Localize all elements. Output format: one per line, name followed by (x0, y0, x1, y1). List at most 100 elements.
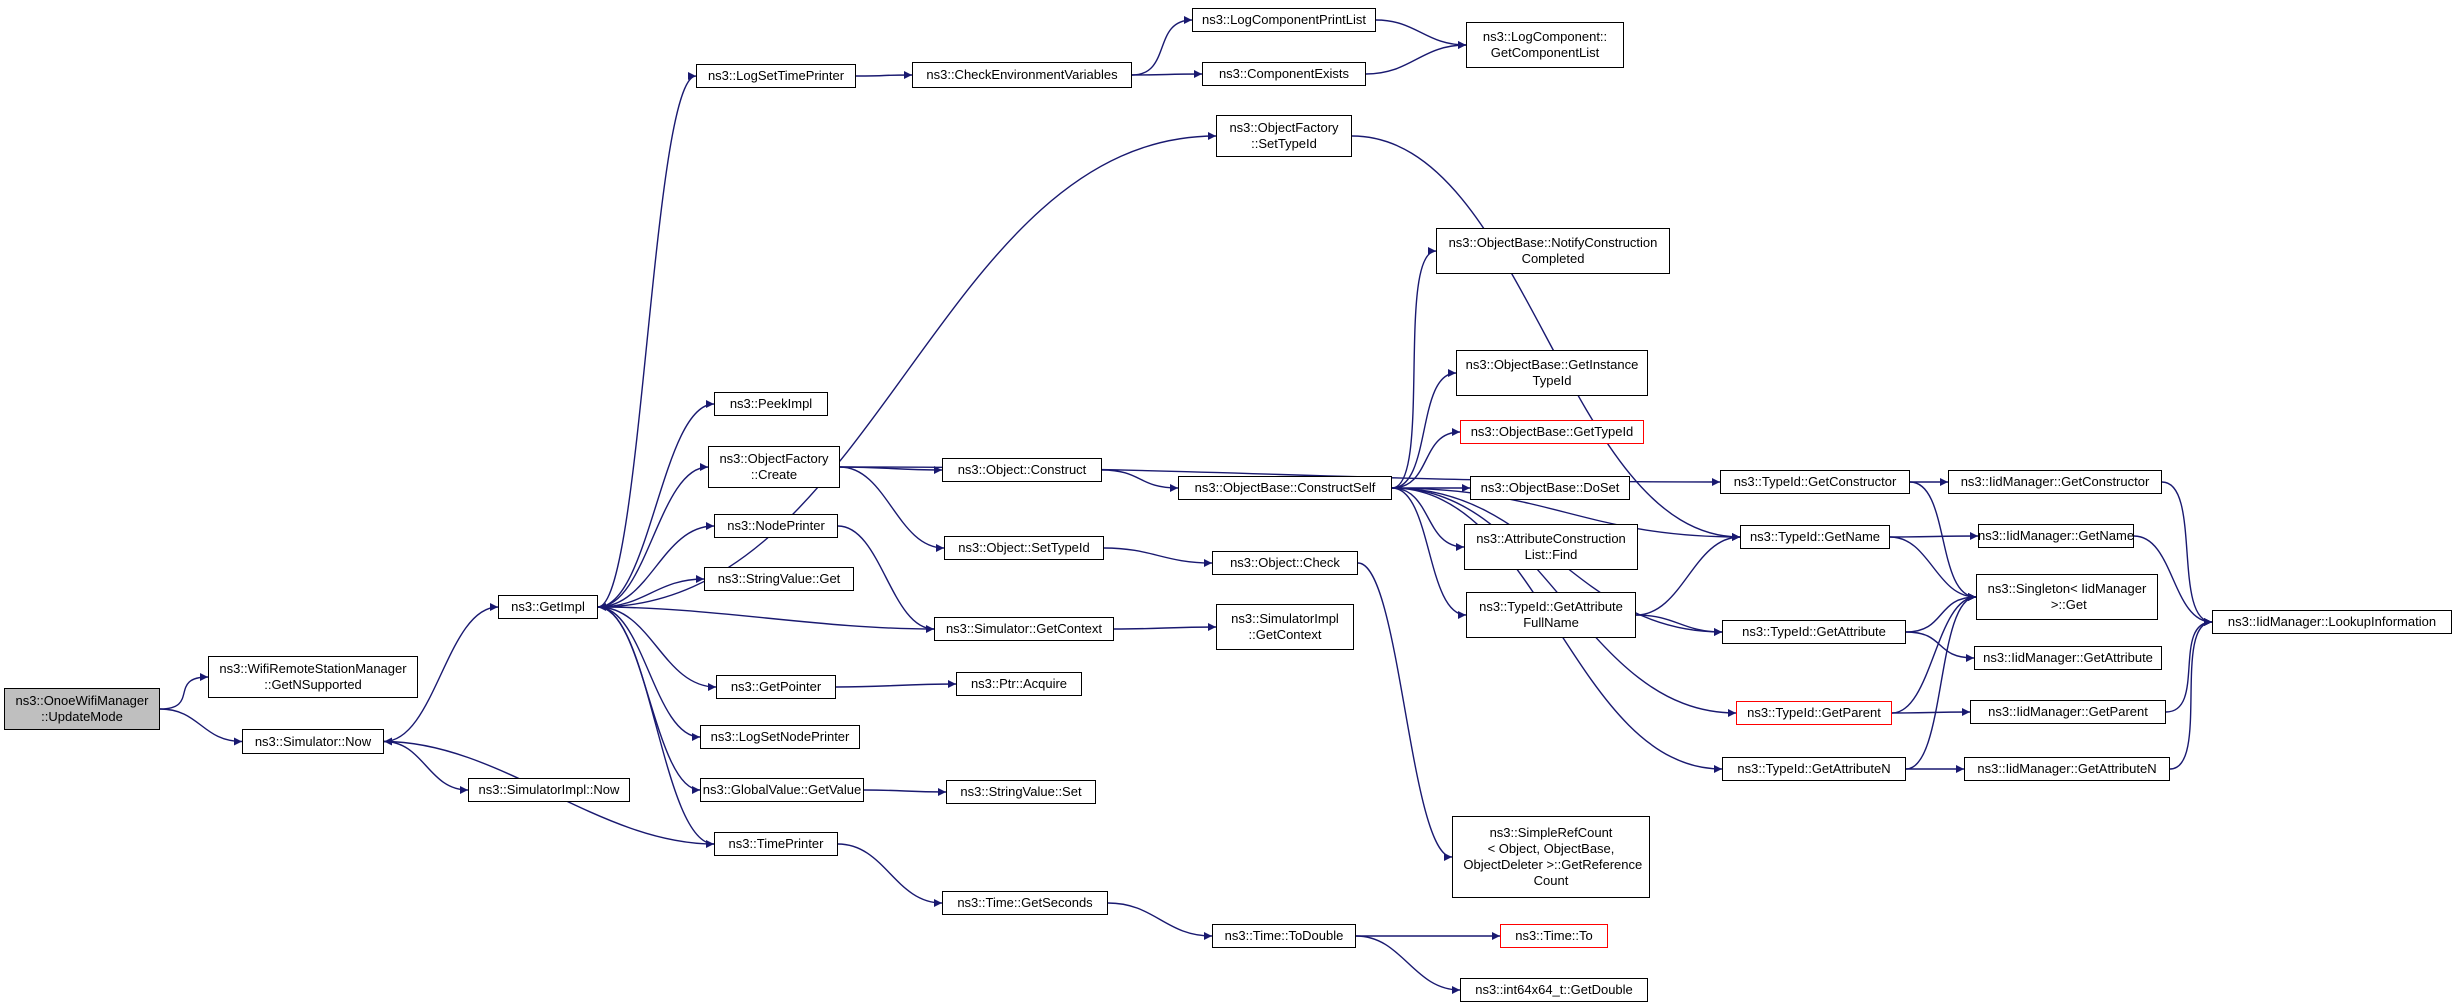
node-typeidgetattributen[interactable]: ns3::TypeId::GetAttributeN (1722, 757, 1906, 781)
edge-getimpl-to-strvalget (597, 575, 705, 608)
node-getcomplist[interactable]: ns3::LogComponent::GetComponentList (1466, 22, 1624, 68)
node-peekimpl[interactable]: ns3::PeekImpl (714, 392, 828, 416)
node-getimpl[interactable]: ns3::GetImpl (498, 595, 598, 619)
node-simgetcontext[interactable]: ns3::Simulator::GetContext (934, 617, 1114, 641)
node-label-line: ns3::TypeId::GetAttribute (1479, 599, 1623, 614)
edge-objconstruct-to-obconstructself (1101, 469, 1179, 492)
edge-obconstructself-to-notifyconstruction (1391, 247, 1437, 489)
edge-iidgetattributen-to-iidlookup (2169, 618, 2213, 770)
node-iidgetattribute[interactable]: ns3::IidManager::GetAttribute (1974, 646, 2162, 670)
edge-root-to-getnsupported (159, 673, 209, 710)
node-label-line: ns3::IidManager::GetAttribute (1983, 650, 2153, 665)
node-logsettimeprinter[interactable]: ns3::LogSetTimePrinter (696, 64, 856, 88)
node-obgettypeid[interactable]: ns3::ObjectBase::GetTypeId (1460, 420, 1644, 444)
node-objcheck[interactable]: ns3::Object::Check (1212, 551, 1358, 575)
edge-timeprinter-to-timegetseconds (837, 843, 943, 907)
node-ptracquire[interactable]: ns3::Ptr::Acquire (956, 672, 1082, 696)
node-timegetseconds[interactable]: ns3::Time::GetSeconds (942, 891, 1108, 915)
node-label-line: ns3::Object::Check (1230, 555, 1340, 570)
node-iidgetconstructor[interactable]: ns3::IidManager::GetConstructor (1948, 470, 2162, 494)
node-label-line: ns3::LogComponentPrintList (1201, 12, 1367, 27)
node-logcompprintlist[interactable]: ns3::LogComponentPrintList (1192, 8, 1376, 32)
node-iidgetattributen[interactable]: ns3::IidManager::GetAttributeN (1964, 757, 2170, 781)
edge-nodeprinter-to-simgetcontext (837, 525, 935, 633)
node-simimplgetctx[interactable]: ns3::SimulatorImpl::GetContext (1216, 604, 1354, 650)
node-simnow[interactable]: ns3::Simulator::Now (242, 729, 384, 754)
edge-simgetcontext-to-getimpl (597, 603, 935, 630)
node-logsetnodeprinter[interactable]: ns3::LogSetNodePrinter (700, 725, 860, 749)
edge-simnow-to-getimpl (383, 603, 499, 743)
node-label-line: TypeId (1532, 373, 1572, 388)
node-simimplnow[interactable]: ns3::SimulatorImpl::Now (468, 778, 630, 802)
node-compexists[interactable]: ns3::ComponentExists (1202, 62, 1366, 86)
node-label-line: ns3::Time::ToDouble (1224, 928, 1344, 943)
edge-getimpl-to-getpointer (597, 606, 717, 691)
node-label-line: ns3::CheckEnvironmentVariables (926, 67, 1118, 82)
node-label-line: ns3::Ptr::Acquire (970, 676, 1068, 691)
edge-timetodouble-to-int64getdouble (1355, 935, 1461, 994)
node-timeprinter[interactable]: ns3::TimePrinter (714, 832, 838, 856)
node-label-line: ns3::ObjectBase::DoSet (1480, 480, 1620, 495)
edge-getimpl-to-logsettimeprinter (597, 72, 697, 608)
edge-typeidgetname-to-singletonget (1889, 536, 1977, 601)
node-nodeprinter[interactable]: ns3::NodePrinter (714, 514, 838, 538)
edge-simgetcontext-to-simimplgetctx (1113, 623, 1217, 632)
node-label-line: ns3::IidManager::GetAttributeN (1977, 761, 2157, 776)
node-label-line: ns3::WifiRemoteStationManager (219, 661, 407, 676)
edge-typeidgetattribute-to-singletonget (1905, 593, 1977, 633)
node-checkenv[interactable]: ns3::CheckEnvironmentVariables (912, 62, 1132, 88)
edge-getimpl-to-nodeprinter (597, 522, 715, 608)
node-typeidgetparent[interactable]: ns3::TypeId::GetParent (1736, 701, 1892, 725)
node-typeidgetconstructor[interactable]: ns3::TypeId::GetConstructor (1720, 470, 1910, 494)
node-label-line: ns3::LogSetNodePrinter (710, 729, 850, 744)
node-singletonget[interactable]: ns3::Singleton< IidManager >::Get (1976, 574, 2158, 620)
edge-ofcreate-to-objconstruct (839, 465, 943, 474)
node-strvalset[interactable]: ns3::StringValue::Set (946, 780, 1096, 804)
node-simplerefcount[interactable]: ns3::SimpleRefCount< Object, ObjectBase,… (1452, 816, 1650, 898)
edge-objcheck-to-simplerefcount (1357, 562, 1453, 861)
node-iidgetname[interactable]: ns3::IidManager::GetName (1978, 524, 2134, 548)
node-int64getdouble[interactable]: ns3::int64x64_t::GetDouble (1460, 978, 1648, 1002)
node-label-line: ns3::ObjectBase::GetInstance (1465, 357, 1639, 372)
node-ofcreate[interactable]: ns3::ObjectFactory::Create (708, 446, 840, 488)
node-label-line: ns3::NodePrinter (727, 518, 825, 533)
node-gvgetvalue[interactable]: ns3::GlobalValue::GetValue (700, 778, 864, 802)
node-iidlookup[interactable]: ns3::IidManager::LookupInformation (2212, 610, 2452, 634)
node-typeidgetattribute[interactable]: ns3::TypeId::GetAttribute (1722, 620, 1906, 644)
node-root[interactable]: ns3::OnoeWifiManager::UpdateMode (4, 688, 160, 730)
node-objconstruct[interactable]: ns3::Object::Construct (942, 458, 1102, 482)
edge-root-to-simnow (159, 708, 243, 746)
edge-compexists-to-getcomplist (1365, 41, 1467, 75)
edge-gvgetvalue-to-strvalset (863, 787, 947, 796)
edge-logsettimeprinter-to-checkenv (855, 71, 913, 80)
edge-simnow-to-simimplnow (383, 740, 469, 794)
node-label-line: ns3::LogComponent:: (1482, 29, 1608, 44)
node-strvalget[interactable]: ns3::StringValue::Get (704, 567, 854, 591)
node-getpointer[interactable]: ns3::GetPointer (716, 675, 836, 699)
node-label-line: ns3::IidManager::LookupInformation (2227, 614, 2437, 629)
edge-checkenv-to-logcompprintlist (1131, 16, 1193, 76)
node-label-line: ns3::ObjectBase::ConstructSelf (1194, 480, 1376, 495)
node-timetodouble[interactable]: ns3::Time::ToDouble (1212, 924, 1356, 948)
edge-typeidgetparent-to-singletonget (1891, 593, 1977, 714)
node-getnsupported[interactable]: ns3::WifiRemoteStationManager::GetNSuppo… (208, 656, 418, 698)
node-obconstructself[interactable]: ns3::ObjectBase::ConstructSelf (1178, 476, 1392, 500)
node-label-line: ns3::ComponentExists (1218, 66, 1350, 81)
node-label-line: ns3::Singleton< IidManager (1987, 581, 2147, 596)
node-objsettypeid[interactable]: ns3::Object::SetTypeId (944, 536, 1104, 560)
edge-typeidgetparent-to-iidgetparent (1891, 708, 1971, 717)
node-iidgetparent[interactable]: ns3::IidManager::GetParent (1970, 700, 2166, 724)
node-timeto[interactable]: ns3::Time::To (1500, 924, 1608, 948)
edge-getimpl-to-ofsettypeid (597, 132, 1217, 608)
node-obdoset[interactable]: ns3::ObjectBase::DoSet (1470, 476, 1630, 500)
edge-obconstructself-to-getinstancetypeid (1391, 369, 1457, 489)
edge-logcompprintlist-to-getcomplist (1375, 19, 1467, 49)
edge-getimpl-to-peekimpl (597, 400, 715, 608)
node-typeidgetname[interactable]: ns3::TypeId::GetName (1740, 525, 1890, 549)
node-ofsettypeid[interactable]: ns3::ObjectFactory::SetTypeId (1216, 115, 1352, 157)
edge-typeidgetconstructor-to-singletonget (1909, 481, 1977, 601)
